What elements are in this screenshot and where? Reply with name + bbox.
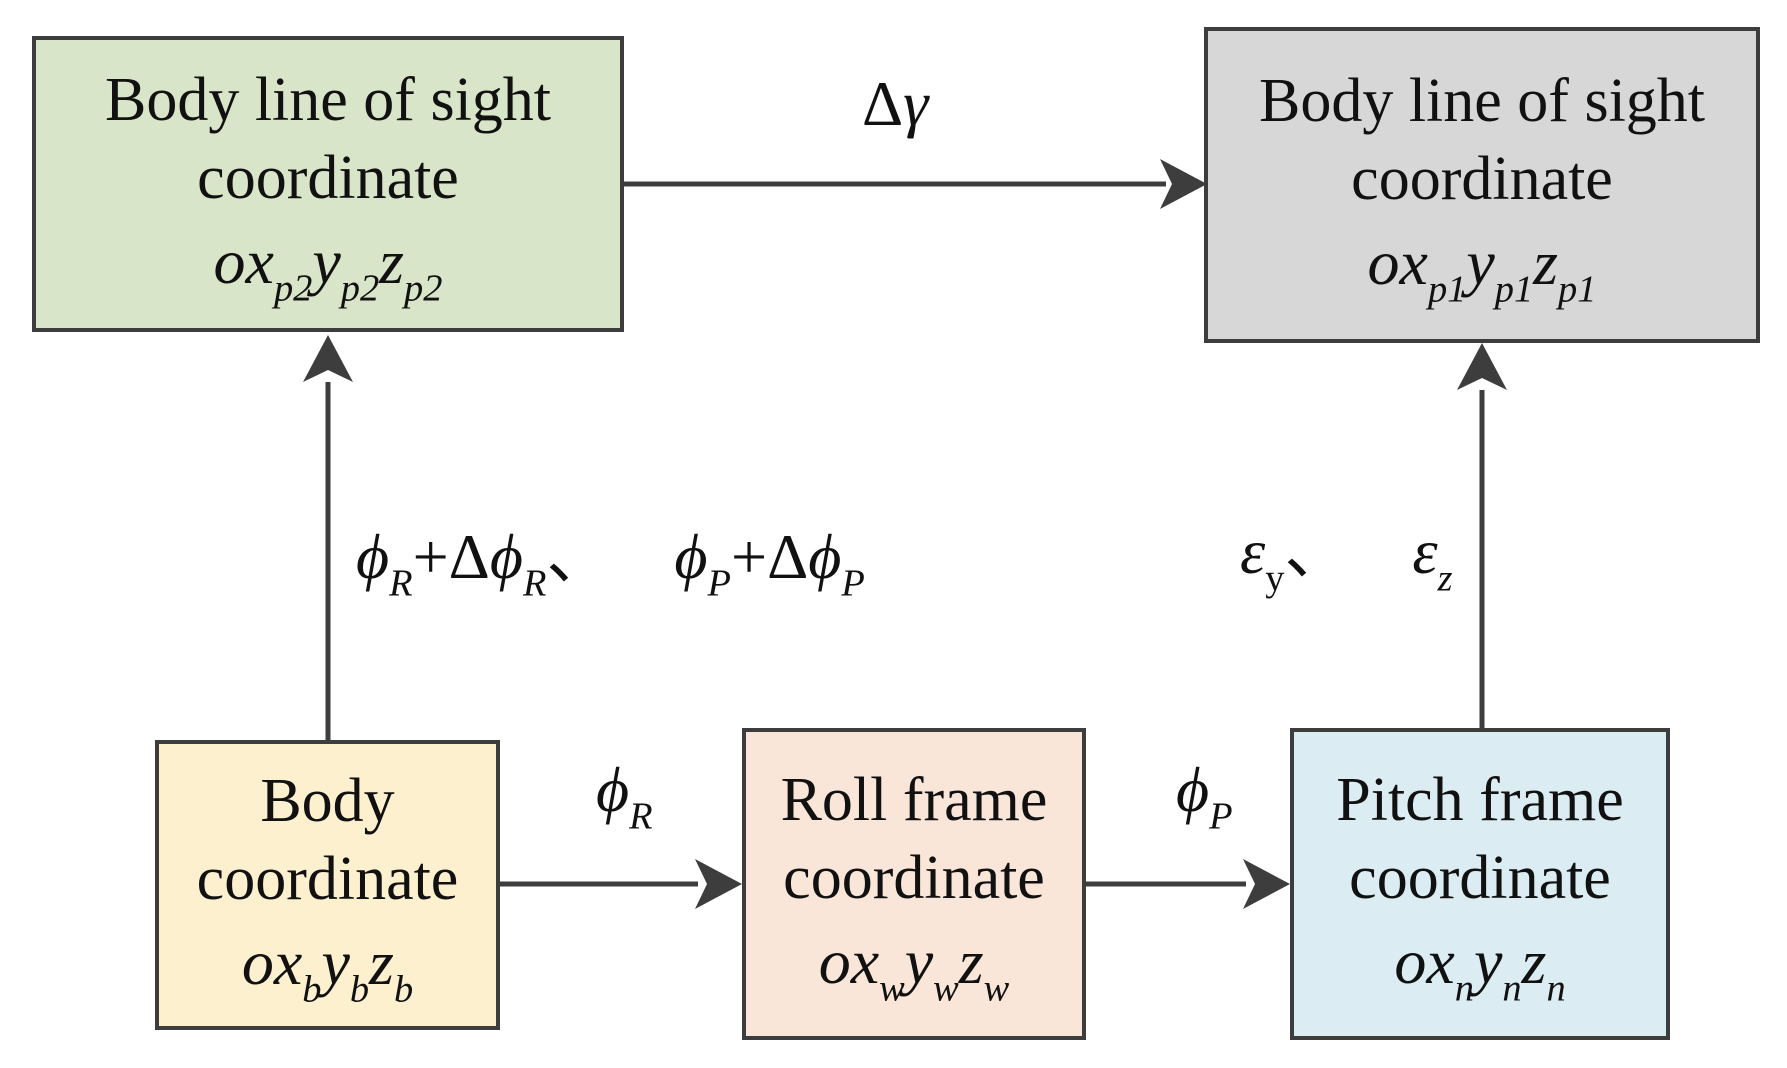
edge-label-phi-p: ϕP [1176, 754, 1233, 838]
coordinate-label: oxnynzn [1394, 926, 1566, 1010]
arrowhead-to-roll [695, 859, 742, 909]
arrowhead-to-p1 [1160, 159, 1207, 209]
arrowhead-to-p1-vertical [1457, 343, 1507, 390]
coordinate-label: oxbybzb [241, 927, 414, 1011]
node-body: Body coordinate oxbybzb [155, 740, 500, 1030]
node-title-line: coordinate [197, 144, 459, 212]
node-title-line: Body [260, 767, 395, 835]
node-title-line: coordinate [783, 844, 1045, 912]
coordinate-label: oxp2yp2zp2 [213, 226, 443, 310]
node-roll-frame: Roll frame coordinate oxwywzw [742, 728, 1086, 1040]
node-title-line: Body line of sight [1258, 67, 1706, 135]
coordinate-label: oxp1yp1zp1 [1367, 227, 1597, 311]
node-title-line: Pitch frame [1336, 766, 1624, 834]
edge-label-delta-gamma: Δγ [862, 68, 929, 139]
edge-label-phi-r: ϕR [596, 754, 653, 838]
arrowhead-to-p2 [303, 335, 353, 382]
node-title-line: coordinate [1351, 145, 1613, 213]
node-title-line: Roll frame [780, 766, 1048, 834]
node-body-los-p2: Body line of sight coordinate oxp2yp2zp2 [32, 36, 624, 332]
node-title-line: coordinate [1349, 844, 1611, 912]
edge-label-left-vertical: ϕR+ΔϕR、 ϕP+ΔϕP [356, 521, 865, 605]
node-title-line: coordinate [196, 845, 459, 913]
node-body-los-p1: Body line of sight coordinate oxp1yp1zp1 [1204, 27, 1760, 343]
edge-label-right-vertical: εy、 εz [1240, 516, 1453, 600]
node-title-line: Body line of sight [104, 66, 552, 134]
node-pitch-frame: Pitch frame coordinate oxnynzn [1290, 728, 1670, 1040]
arrowhead-to-pitch [1243, 859, 1290, 909]
coordinate-label: oxwywzw [818, 926, 1010, 1010]
